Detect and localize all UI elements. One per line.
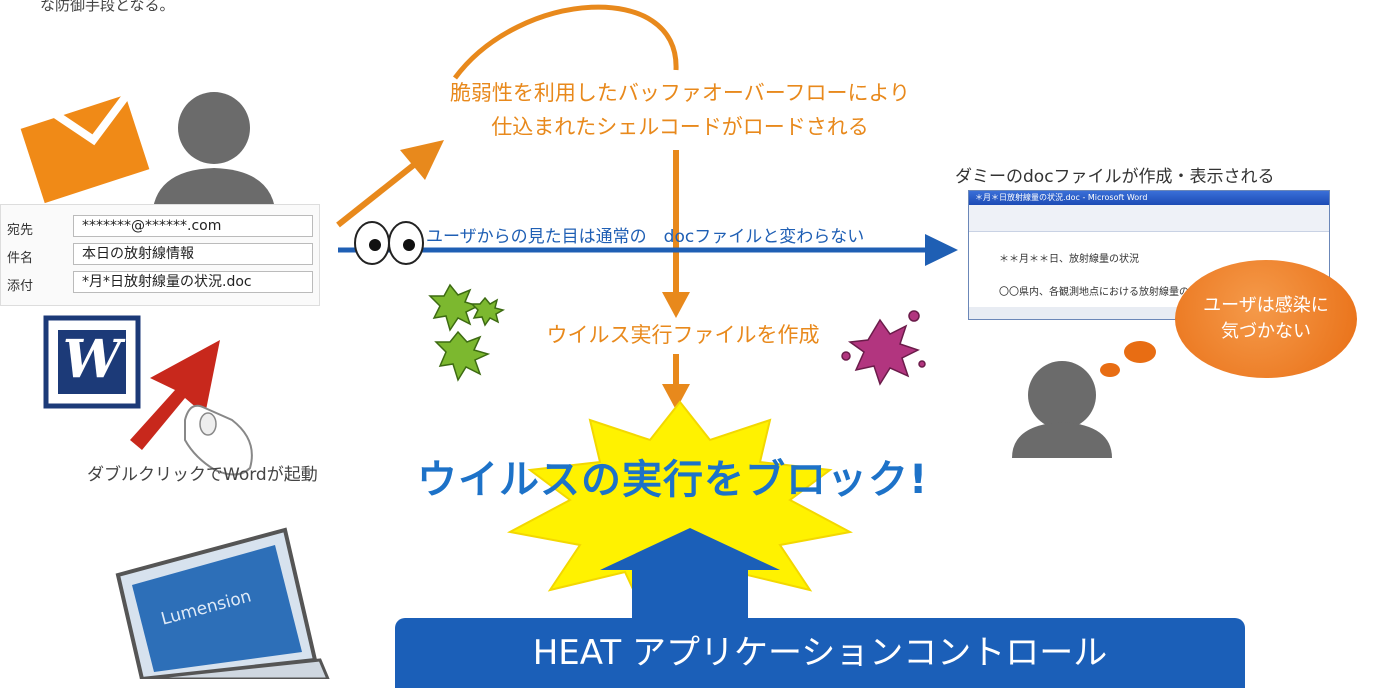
bubble-text-line2: 気づかない xyxy=(1220,321,1311,342)
doc-toolbar xyxy=(969,205,1329,232)
thought-dots xyxy=(1100,341,1156,377)
word-logo-icon xyxy=(43,315,141,409)
blue-horizontal-arrowhead xyxy=(925,234,958,266)
bubble-text-line1: ユーザは感染に xyxy=(1203,295,1329,316)
overflow-text-line2: 仕込まれたシェルコードがロードされる xyxy=(491,115,869,139)
doc-line2: 〇〇県内、各観測地点における放射線量の状況をお知らせ xyxy=(999,287,1259,298)
top-note: な防御手段となる。 xyxy=(40,0,175,14)
orange-down-arrowhead-2 xyxy=(662,384,690,410)
email-attachment[interactable]: *月*日放射線量の状況.doc xyxy=(73,271,313,293)
email-card: 宛先 *******@******.com 件名 本日の放射線情報 添付 *月*… xyxy=(0,204,320,306)
word-document-window: ＊月＊日放射線量の状況.doc - Microsoft Word ＊＊月＊＊日、… xyxy=(968,190,1330,320)
email-attach-row: 添付 *月*日放射線量の状況.doc xyxy=(1,271,319,295)
email-subject-label: 件名 xyxy=(7,251,34,266)
cursor-arrow-icon xyxy=(130,340,220,450)
laptop-icon xyxy=(115,527,330,679)
virus-file-text: ウイルス実行ファイルを作成 xyxy=(546,323,820,347)
blue-up-arrow xyxy=(600,528,780,620)
double-click-caption: ダブルクリックでWordが起動 xyxy=(87,465,318,485)
doc-window-title: ＊月＊日放射線量の状況.doc - Microsoft Word xyxy=(969,191,1329,205)
infected-user-person-icon xyxy=(1012,361,1112,458)
block-title: ウイルスの実行をブロック! xyxy=(417,457,929,503)
email-subject-field[interactable]: 本日の放射線情報 xyxy=(73,243,313,265)
email-to-label: 宛先 xyxy=(7,223,34,238)
dummy-doc-label: ダミーのdocファイルが作成・表示される xyxy=(955,167,1275,187)
doc-body: ＊＊月＊＊日、放射線量の状況 〇〇県内、各観測地点における放射線量の状況をお知ら… xyxy=(969,232,1329,298)
green-virus-icon xyxy=(428,283,505,382)
email-to-row: 宛先 *******@******.com xyxy=(1,215,319,239)
doc-line1: ＊＊月＊＊日、放射線量の状況 xyxy=(999,254,1139,265)
hand-pointer-icon xyxy=(184,404,253,476)
word-logo-letter: W xyxy=(62,329,122,390)
mail-envelope-icon xyxy=(20,76,150,204)
email-to-field[interactable]: *******@******.com xyxy=(73,215,313,237)
email-attach-label: 添付 xyxy=(7,279,34,294)
orange-diagonal-arrowhead xyxy=(400,140,444,180)
overflow-text: 脆弱性を利用したバッファオーバーフローにより 仕込まれたシェルコードがロードされ… xyxy=(410,76,950,144)
overflow-text-line1: 脆弱性を利用したバッファオーバーフローにより xyxy=(449,81,911,105)
purple-virus-icon xyxy=(841,310,926,386)
sender-person-icon xyxy=(152,92,276,220)
orange-down-arrowhead-1 xyxy=(662,292,690,318)
user-view-text: ユーザからの見た目は通常の docファイルと変わらない xyxy=(426,227,865,247)
orange-curve xyxy=(452,4,679,80)
eyes-icon xyxy=(354,221,424,265)
thought-bubble: ユーザは感染に 気づかない xyxy=(1175,260,1357,378)
orange-diagonal-arrow xyxy=(336,157,422,228)
email-subject-row: 件名 本日の放射線情報 xyxy=(1,243,319,267)
heat-banner: HEAT アプリケーションコントロール xyxy=(395,618,1245,688)
